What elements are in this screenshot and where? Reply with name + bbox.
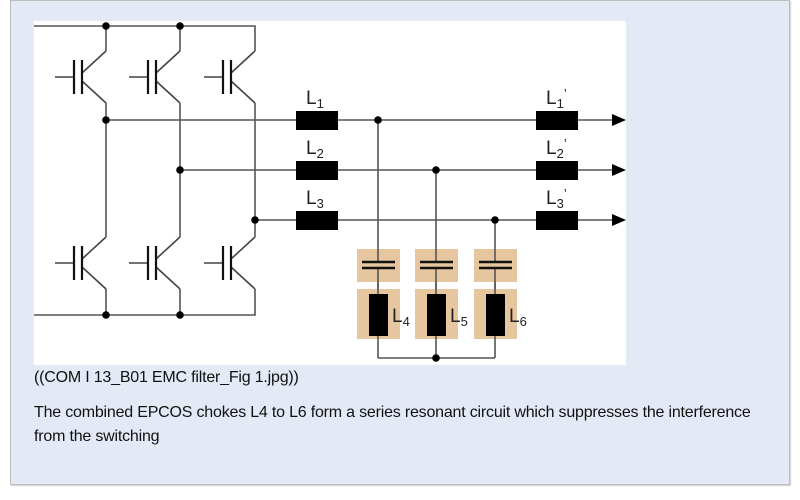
igbt-low-side-1-icon: [55, 236, 107, 290]
inductor-l3-prime: [536, 211, 578, 230]
choke-l5: [427, 294, 446, 336]
inductor-labels: L1 L2 L3 L1’ L2’ L3’ L4 L5 L6: [306, 86, 567, 329]
label-l3: L3: [306, 188, 324, 211]
capacitors: [362, 260, 512, 270]
label-l1-prime: L1’: [546, 86, 567, 111]
capacitor-3: [479, 260, 512, 270]
label-l1: L1: [306, 88, 324, 111]
top-rail-wire: [34, 25, 256, 51]
arrow-phase-2-icon: [612, 164, 626, 176]
label-l3-prime: L3’: [546, 186, 567, 211]
igbt-high-side-3-icon: [204, 50, 256, 104]
junctions: [102, 22, 499, 362]
label-l6: L6: [509, 306, 527, 329]
label-l2-prime: L2’: [546, 136, 567, 161]
capacitor-2: [420, 260, 453, 270]
choke-l6: [486, 294, 505, 336]
choke-l4: [369, 294, 388, 336]
igbt-high-side-1-icon: [55, 50, 107, 104]
inductor-l1: [296, 111, 338, 130]
label-l4: L4: [392, 306, 410, 329]
inductor-l2: [296, 161, 338, 180]
circuit-figure: L1 L2 L3 L1’ L2’ L3’ L4 L5 L6: [34, 21, 626, 365]
bottom-rail-wire: [34, 289, 256, 316]
igbt-low-side-2-icon: [129, 236, 181, 290]
arrow-phase-3-icon: [612, 214, 626, 226]
inductors: [296, 111, 578, 336]
output-arrows: [612, 114, 626, 226]
igbt-low-side-3-icon: [204, 236, 256, 290]
inductor-l1-prime: [536, 111, 578, 130]
figure-caption: ((COM I 13_B01 EMC filter_Fig 1.jpg)): [34, 369, 299, 386]
label-l5: L5: [450, 306, 468, 329]
capacitor-1: [362, 260, 395, 270]
label-l2: L2: [306, 138, 324, 161]
inductor-l3: [296, 211, 338, 230]
igbt-high-side-2-icon: [129, 50, 181, 104]
description-text: The combined EPCOS chokes L4 to L6 form …: [34, 404, 751, 445]
circuit-diagram: L1 L2 L3 L1’ L2’ L3’ L4 L5 L6: [34, 22, 626, 362]
inductor-l2-prime: [536, 161, 578, 180]
arrow-phase-1-icon: [612, 114, 626, 126]
wires: [34, 25, 612, 359]
igbt-group: [55, 50, 256, 290]
